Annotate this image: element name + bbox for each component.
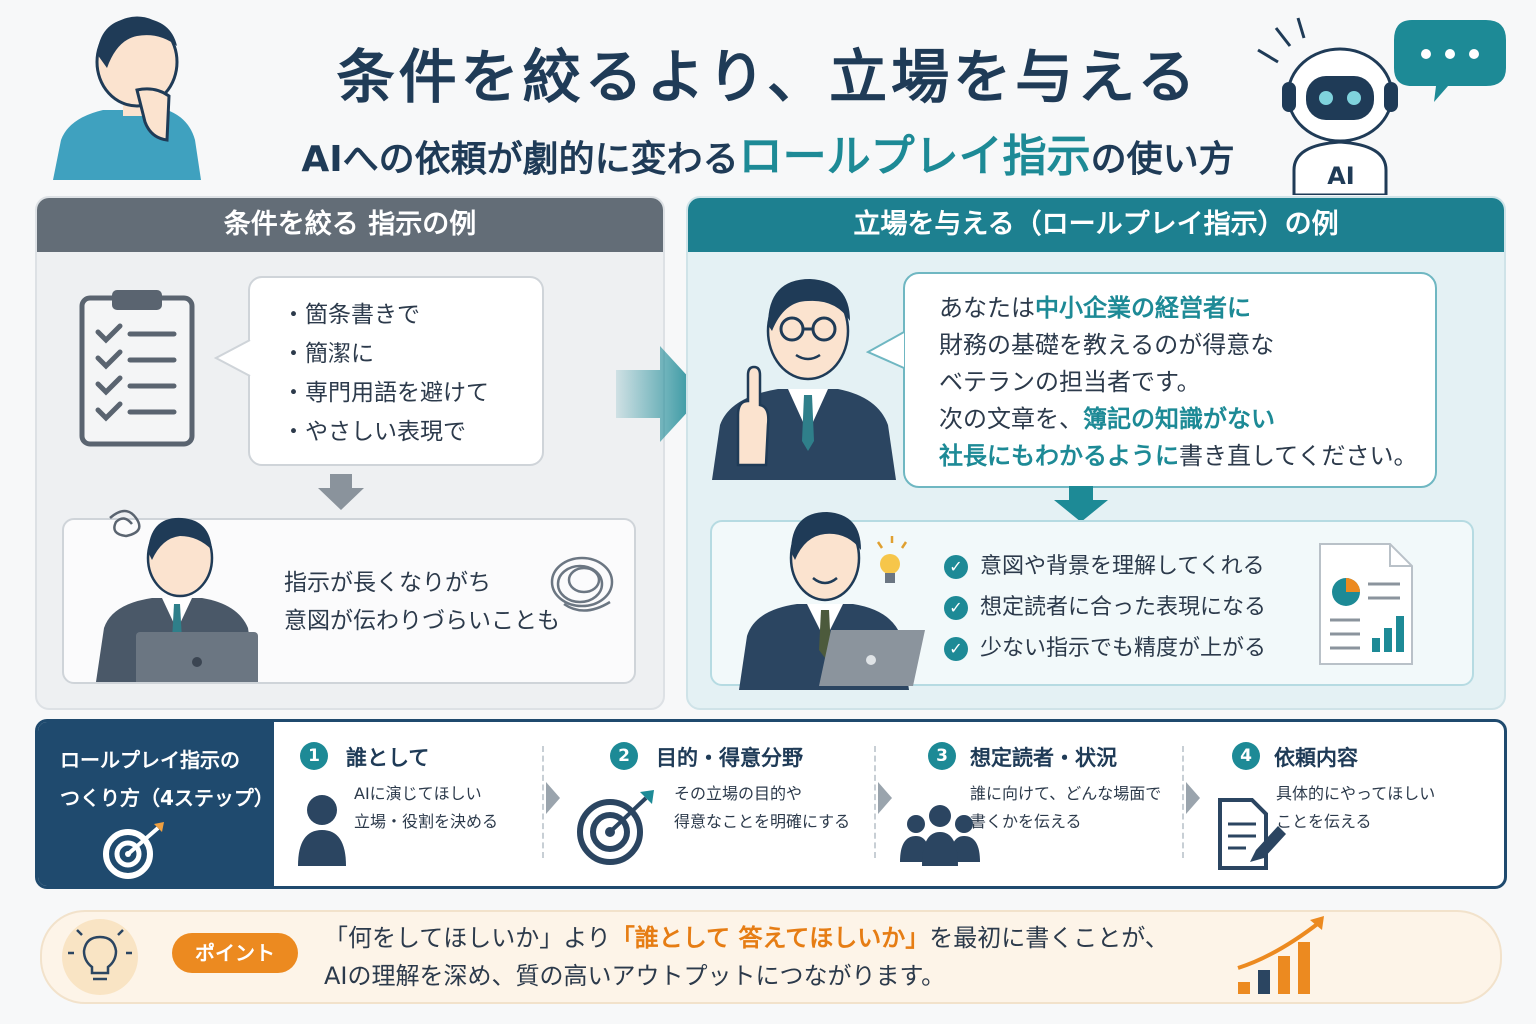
point-text-part: を最初に書くことが、 bbox=[929, 924, 1169, 952]
report-document-icon bbox=[1319, 543, 1413, 665]
step-label: 想定読者・状況 bbox=[970, 746, 1117, 770]
arrow-down-icon bbox=[318, 474, 364, 510]
person-icon bbox=[298, 795, 346, 866]
result-text: 意図が伝わりづらいことも bbox=[284, 608, 560, 634]
step-number: 3 bbox=[928, 742, 956, 770]
step-desc: 具体的にやってほしい bbox=[1276, 784, 1436, 803]
point-text: AIの理解を深め、質の高いアウトプットにつながります。 bbox=[324, 962, 946, 990]
condition-bullet: 簡潔に bbox=[282, 335, 542, 374]
conditions-speech-bubble: 箇条書きで 簡潔に 専門用語を避けて やさしい表現で bbox=[248, 276, 544, 466]
prompt-text: あなたは bbox=[939, 294, 1035, 322]
bubble-tail bbox=[214, 339, 251, 377]
step-desc: 得意なことを明確にする bbox=[674, 812, 851, 831]
step-number: 2 bbox=[610, 742, 638, 770]
thinking-man-illustration bbox=[53, 16, 201, 180]
point-text-part: 「何をしてほしいか」より bbox=[324, 924, 611, 952]
document-pen-icon bbox=[1218, 798, 1286, 870]
tangled-scribble-icon bbox=[550, 556, 614, 612]
roleplay-panel-header: 立場を与える（ロールプレイ指示）の例 bbox=[688, 198, 1504, 252]
roleplay-prompt-bubble: あなたは中小企業の経営者に 財務の基礎を教えるのが得意な ベテランの担当者です。… bbox=[903, 272, 1437, 488]
benefit-text: 想定読者に合った表現になる bbox=[980, 595, 1267, 620]
step-label: 誰として bbox=[346, 746, 430, 770]
robot-ai-badge: AI bbox=[1327, 162, 1355, 190]
steps-title-box: ロールプレイ指示の つくり方（4ステップ） bbox=[38, 722, 274, 886]
point-highlight: 「誰として 答えてほしいか」 bbox=[610, 924, 930, 952]
check-icon: ✓ bbox=[944, 596, 968, 620]
subtitle-prefix: AIへの依頼が劇的に変わる bbox=[301, 139, 739, 180]
prompt-text: 次の文章を、 bbox=[939, 405, 1083, 433]
step-desc: 誰に向けて、どんな場面で bbox=[970, 784, 1162, 803]
step-divider bbox=[1182, 746, 1184, 858]
subtitle-accent: ロールプレイ指示 bbox=[738, 131, 1091, 182]
condition-bullet: 専門用語を避けて bbox=[282, 374, 542, 413]
prompt-highlight: 社長にもわかるように bbox=[939, 442, 1179, 470]
step-purpose: 2 目的・得意分野 その立場の目的や 得意なことを明確にする bbox=[576, 722, 876, 886]
ai-robot-illustration bbox=[1257, 17, 1506, 195]
prompt-highlight: 中小企業の経営者に bbox=[1035, 294, 1251, 322]
step-who: 1 誰として AIに演じてほしい 立場・役割を決める bbox=[298, 722, 538, 886]
step-desc: AIに演じてほしい bbox=[354, 784, 482, 803]
step-desc: ことを伝える bbox=[1276, 812, 1372, 831]
satisfied-man-illustration bbox=[739, 512, 925, 690]
lightbulb-icon bbox=[62, 919, 138, 995]
target-icon bbox=[103, 822, 164, 879]
step-desc: 書くかを伝える bbox=[970, 812, 1082, 831]
chevron-right-icon bbox=[878, 782, 892, 814]
troubled-man-illustration bbox=[96, 509, 258, 682]
clipboard-checklist-icon bbox=[79, 290, 195, 447]
page-title: 条件を絞るより、立場を与える bbox=[336, 43, 1200, 111]
point-text: 「何をしてほしいか」より「誰として 答えてほしいか」を最初に書くことが、 bbox=[324, 920, 1169, 956]
benefit-item: ✓ 意図や背景を理解してくれる bbox=[944, 548, 1265, 580]
prompt-text: 財務の基礎を教えるのが得意な bbox=[939, 331, 1275, 359]
benefit-item: ✓ 少ない指示でも精度が上がる bbox=[944, 630, 1266, 662]
result-text: 指示が長くなりがち bbox=[284, 570, 491, 596]
step-audience: 3 想定読者・状況 誰に向けて、どんな場面で 書くかを伝える bbox=[900, 722, 1196, 886]
step-desc: その立場の目的や bbox=[674, 784, 803, 803]
lightbulb-icon bbox=[876, 536, 908, 583]
target-icon bbox=[577, 790, 654, 865]
step-number: 4 bbox=[1232, 742, 1260, 770]
growth-chart-icon bbox=[1237, 916, 1324, 994]
benefit-item: ✓ 想定読者に合った表現になる bbox=[944, 589, 1266, 621]
four-steps-section: ロールプレイ指示の つくり方（4ステップ） 1 誰として AIに演じてほしい 立… bbox=[35, 719, 1507, 889]
step-divider bbox=[542, 746, 544, 858]
step-number: 1 bbox=[300, 742, 328, 770]
step-label: 目的・得意分野 bbox=[656, 746, 803, 770]
key-point-banner: ポイント 「何をしてほしいか」より「誰として 答えてほしいか」を最初に書くことが… bbox=[40, 910, 1502, 1004]
check-icon: ✓ bbox=[944, 555, 968, 579]
step-label: 依頼内容 bbox=[1274, 746, 1358, 770]
subtitle-suffix: の使い方 bbox=[1090, 139, 1235, 180]
point-badge: ポイント bbox=[172, 933, 298, 973]
steps-title: ロールプレイ指示の bbox=[60, 748, 240, 772]
step-request: 4 依頼内容 具体的にやってほしい ことを伝える bbox=[1216, 722, 1496, 886]
chevron-right-icon bbox=[546, 782, 560, 814]
benefit-text: 意図や背景を理解してくれる bbox=[980, 554, 1265, 579]
benefit-text: 少ない指示でも精度が上がる bbox=[980, 636, 1267, 661]
prompt-text: 書き直してください。 bbox=[1179, 442, 1418, 470]
chevron-right-icon bbox=[1186, 782, 1200, 814]
prompt-text: ベテランの担当者です。 bbox=[939, 368, 1201, 396]
condition-bullet: 箇条書きで bbox=[282, 296, 542, 335]
step-divider bbox=[874, 746, 876, 858]
prompt-highlight: 簿記の知識がない bbox=[1083, 405, 1275, 433]
conditions-panel-header: 条件を絞る 指示の例 bbox=[37, 198, 663, 252]
expert-man-illustration bbox=[712, 279, 896, 480]
bubble-tail bbox=[866, 331, 905, 369]
transition-arrow-icon bbox=[616, 346, 704, 442]
check-icon: ✓ bbox=[944, 637, 968, 661]
steps-title: つくり方（4ステップ） bbox=[60, 786, 274, 810]
group-icon bbox=[900, 805, 980, 866]
condition-bullet: やさしい表現で bbox=[282, 413, 542, 452]
arrow-down-icon bbox=[1054, 486, 1108, 522]
page-subtitle: AIへの依頼が劇的に変わるロールプレイ指示の使い方 bbox=[0, 120, 1536, 184]
step-desc: 立場・役割を決める bbox=[354, 812, 499, 831]
